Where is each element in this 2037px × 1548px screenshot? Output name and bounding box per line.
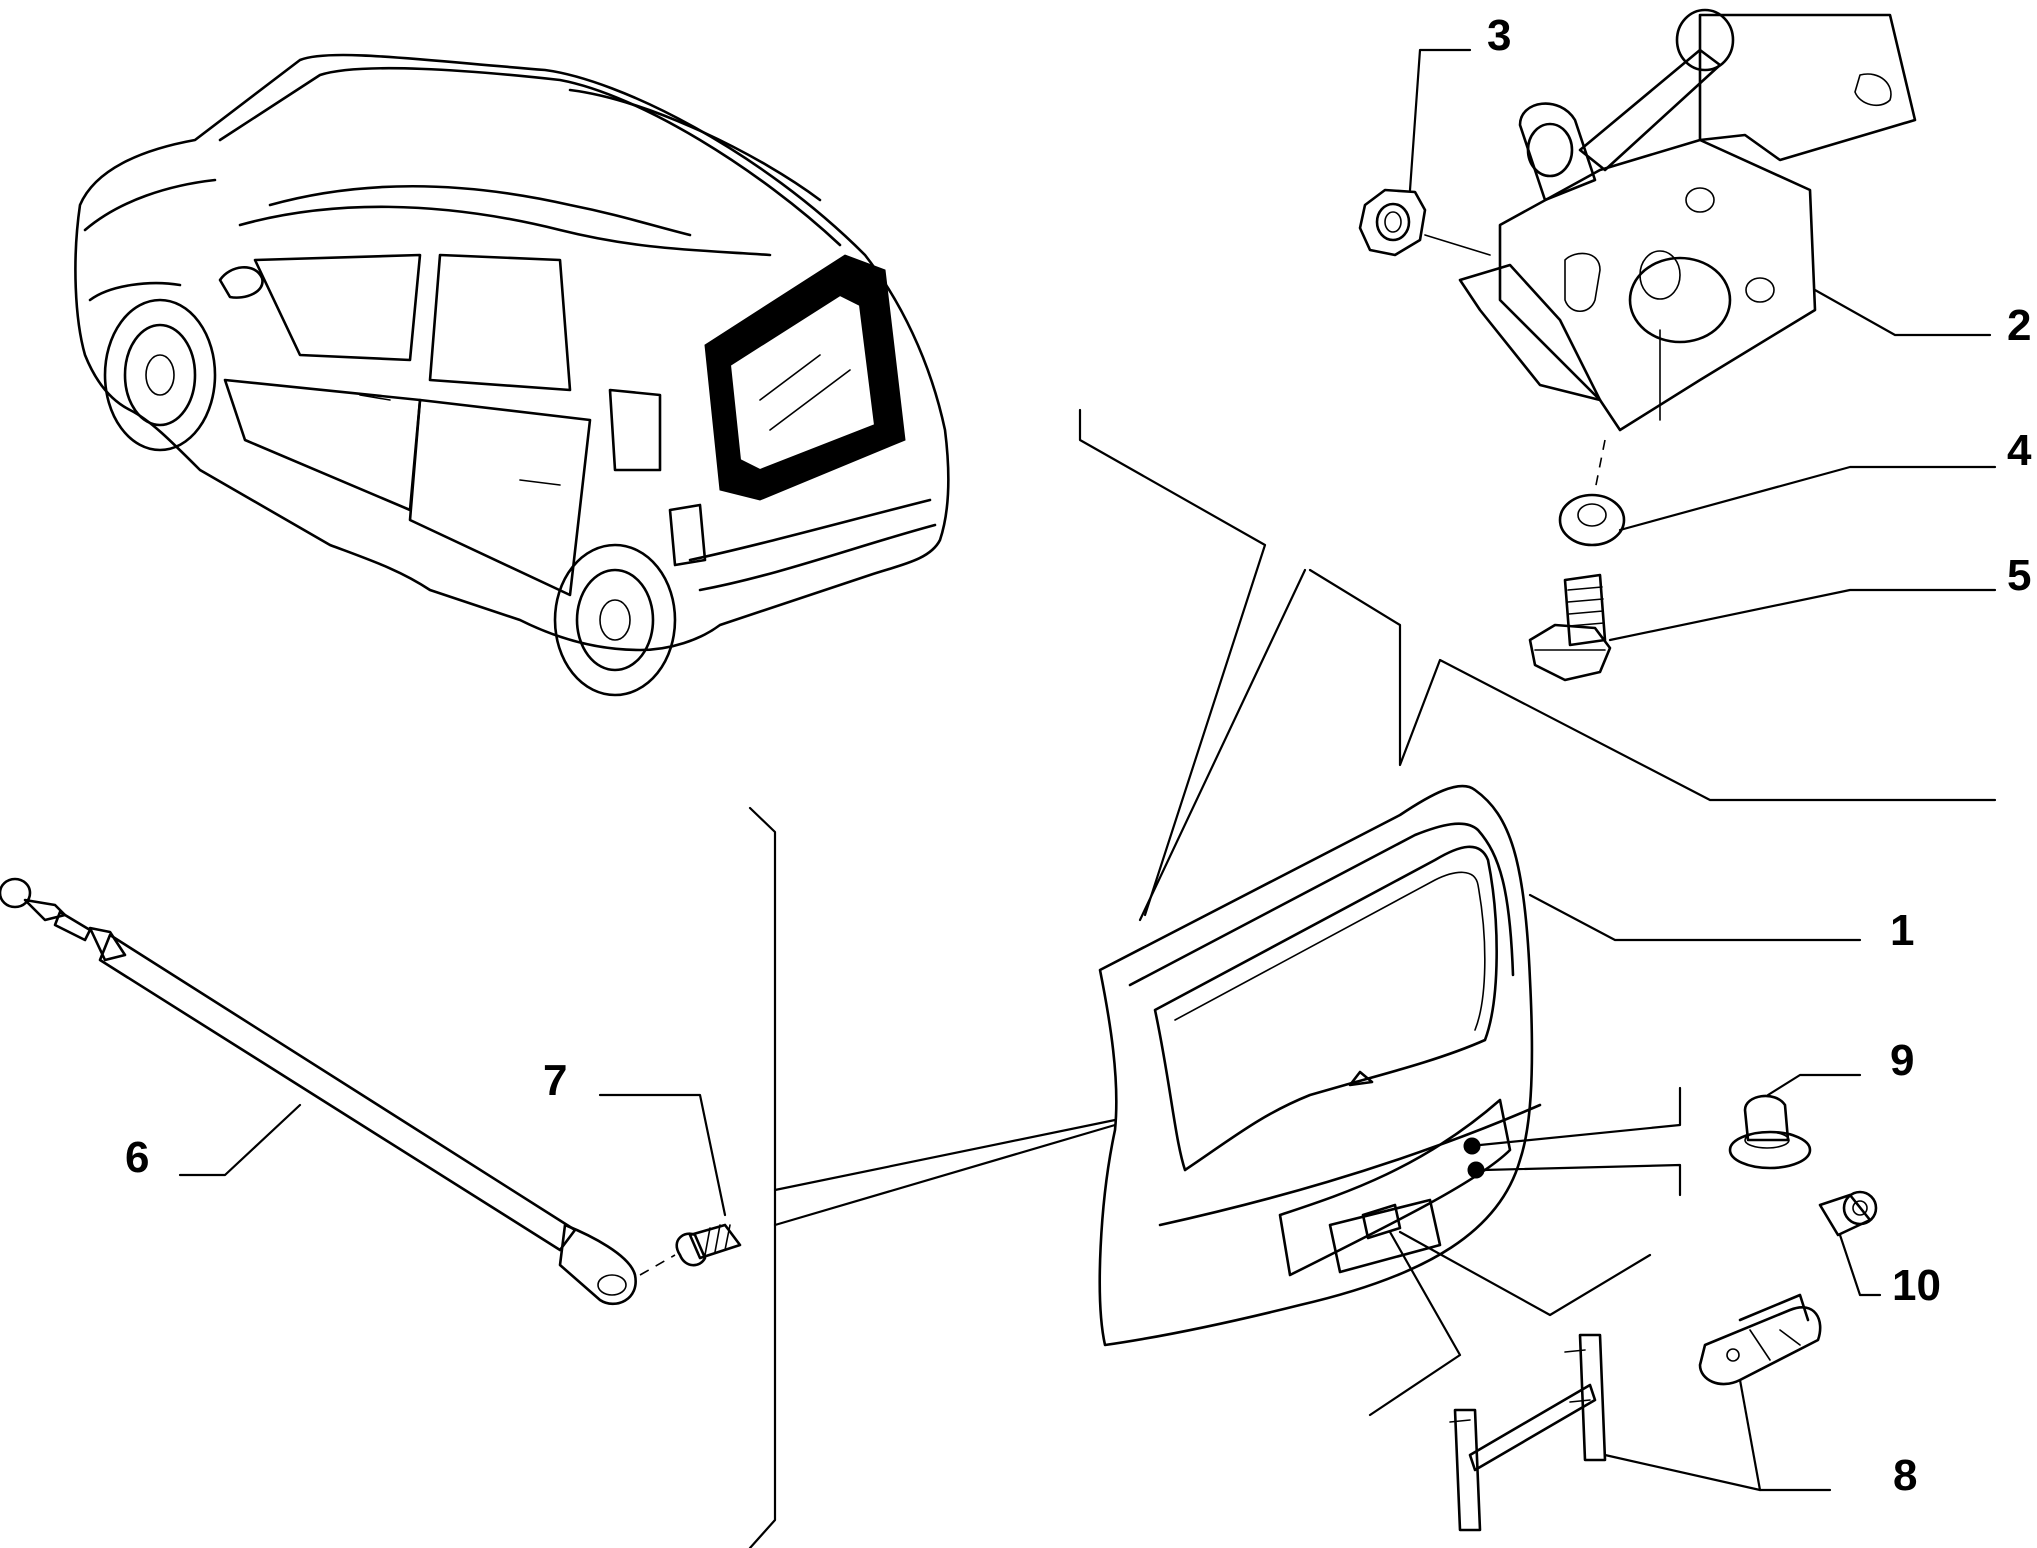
front-wheel — [103, 298, 217, 452]
rear-wheel — [553, 543, 677, 697]
callout-9: 9 — [1890, 1036, 1914, 1085]
bump-stop — [1728, 1094, 1812, 1170]
callout-7: 7 — [543, 1056, 567, 1105]
callout-6: 6 — [125, 1133, 149, 1182]
latch-bracket-left — [1449, 1333, 1607, 1532]
hinge-nut — [1358, 188, 1491, 257]
callout-10: 10 — [1892, 1261, 1941, 1310]
hinge-washer — [1558, 439, 1626, 547]
gas-strut — [0, 877, 637, 1306]
callout-2: 2 — [2007, 301, 2031, 350]
callout-labels: 1 2 3 4 5 6 7 8 9 10 — [125, 11, 2032, 1500]
callout-5: 5 — [2007, 551, 2031, 600]
ball-stud — [639, 1223, 742, 1276]
hinge-bolt — [1528, 573, 1612, 682]
callout-4: 4 — [2007, 426, 2032, 475]
car-overview-illustration — [74, 53, 950, 697]
callout-3: 3 — [1487, 11, 1511, 60]
hinge-assembly — [1458, 8, 1917, 432]
callout-8: 8 — [1893, 1451, 1917, 1500]
callout-1: 1 — [1890, 906, 1914, 955]
spacer-bushing — [1818, 1190, 1878, 1237]
latch-bracket-right — [1698, 1293, 1822, 1386]
tailgate-panel — [1098, 784, 1542, 1347]
leader-lines — [178, 48, 1997, 1548]
